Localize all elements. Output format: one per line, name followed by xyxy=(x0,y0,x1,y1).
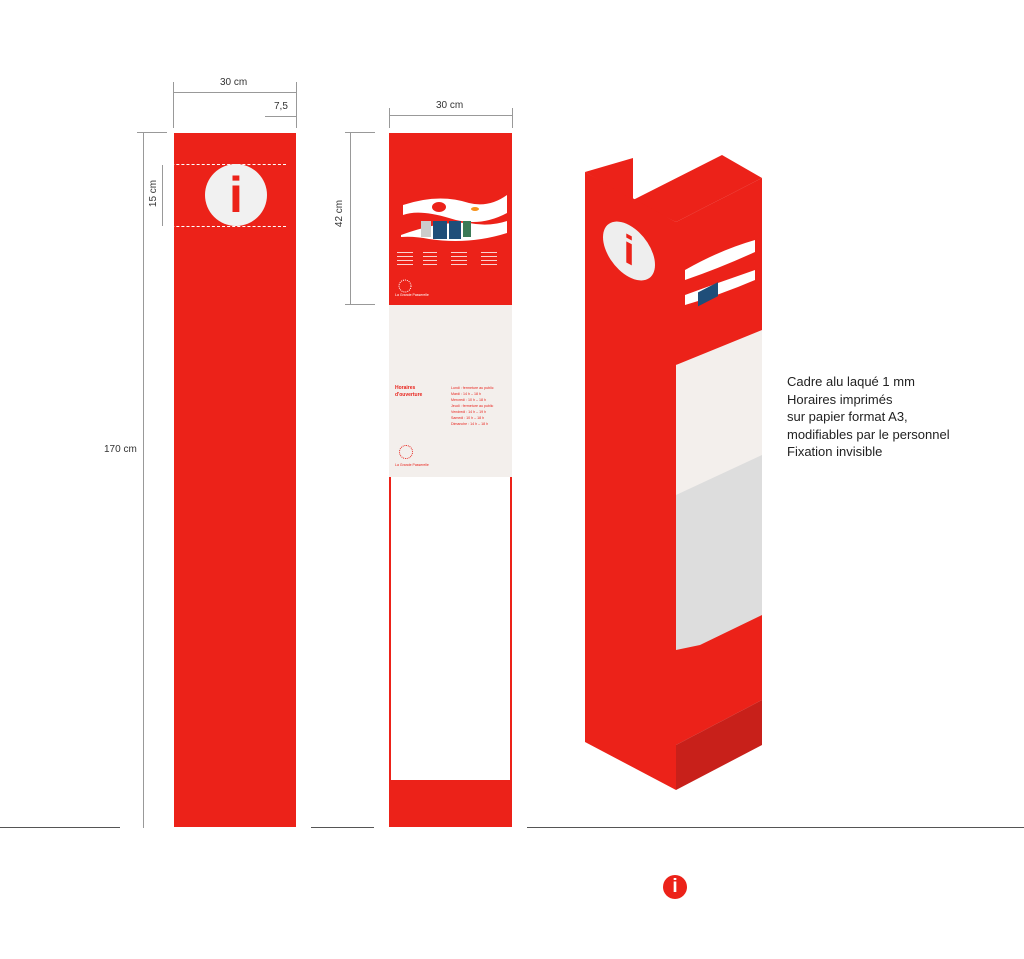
hours-title-2: d'ouverture xyxy=(395,392,423,398)
hours-day: Samedi : 10 h – 18 h xyxy=(451,416,485,420)
mid-width-label: 30 cm xyxy=(436,100,464,111)
note-line: modifiables par le personnel xyxy=(787,426,950,442)
dim-line xyxy=(173,82,174,128)
dim-line xyxy=(162,164,163,226)
ground-line xyxy=(0,827,120,828)
info-symbol-icon: i xyxy=(663,875,687,899)
dim-line xyxy=(345,132,375,133)
note-line: Cadre alu laqué 1 mm xyxy=(787,374,915,389)
ground-line xyxy=(527,827,1024,828)
logo-text: La Grande Passerelle xyxy=(395,293,429,297)
dim-line xyxy=(143,132,144,828)
dim-line xyxy=(265,116,296,117)
note-line: Fixation invisible xyxy=(787,444,883,459)
hours-title-1: Horaires xyxy=(395,385,416,391)
dim-line xyxy=(389,115,512,116)
map-header: La Grande Passerelle xyxy=(389,133,512,305)
guide xyxy=(156,164,286,165)
guide xyxy=(156,226,286,227)
hours-day: Vendredi : 14 h – 19 h xyxy=(451,410,487,414)
width-label: 30 cm xyxy=(220,77,248,88)
info-icon: i xyxy=(205,164,267,226)
hours-day: Dimanche : 14 h – 18 h xyxy=(451,422,489,426)
dim-line xyxy=(173,92,296,93)
hours-day: Lundi : fermeture au public xyxy=(451,386,494,390)
note-line: Horaires imprimés xyxy=(787,391,893,407)
panel-base xyxy=(389,780,512,827)
dim-line xyxy=(137,132,167,133)
hours-day: Mercredi : 10 h – 18 h xyxy=(451,398,486,402)
logo-mark xyxy=(399,445,413,459)
hours-list: Lundi : fermeture au public Mardi : 14 h… xyxy=(451,385,494,427)
note-line: sur papier format A3, xyxy=(787,409,908,424)
margin-label: 7,5 xyxy=(274,101,288,112)
dim-line xyxy=(512,108,513,128)
hours-day: Mardi : 14 h – 18 h xyxy=(451,392,481,396)
dim-line xyxy=(350,132,351,304)
map-illustration xyxy=(397,195,507,293)
front-panel xyxy=(174,133,296,827)
dim-line xyxy=(296,82,297,128)
dim-line xyxy=(345,304,375,305)
dim-line xyxy=(389,108,390,128)
spec-notes: Cadre alu laqué 1 mm Horaires imprimés s… xyxy=(787,373,950,461)
hours-day: Jeudi : fermeture au public xyxy=(451,404,494,408)
height-label: 170 cm xyxy=(104,444,137,455)
ground-line xyxy=(311,827,374,828)
logo-text: La Grande Passerelle xyxy=(395,463,429,467)
